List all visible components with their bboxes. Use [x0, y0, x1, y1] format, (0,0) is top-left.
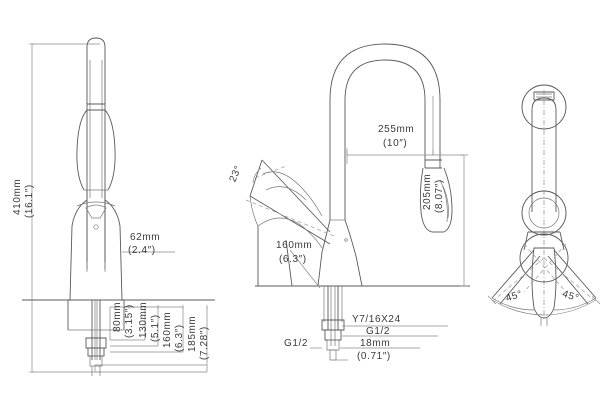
label-base-height-mm: 160mm — [276, 240, 313, 251]
label-depth-4-in: (7.28″) — [199, 326, 210, 360]
label-base-height-in: (6.3″) — [279, 254, 307, 265]
side-view-geometry — [245, 43, 470, 361]
label-spout-height-mm: 205mm — [422, 173, 433, 210]
label-spout-width-mm: 62mm — [130, 232, 161, 243]
top-view-geometry — [487, 84, 600, 326]
label-depth-3-in: (6.3″) — [174, 324, 185, 352]
label-depth-2-mm: 130mm — [138, 301, 149, 338]
label-reach-in: (10″) — [383, 138, 408, 149]
label-thread-upper: Y7/16X24 — [352, 314, 401, 325]
label-depth-1-in: (3.15″) — [124, 304, 135, 338]
front-view-geometry — [22, 37, 215, 376]
label-shank-mm: 18mm — [360, 338, 391, 349]
label-overall-height-mm: 410mm — [12, 178, 23, 215]
label-overall-height-in: (16.1″) — [24, 184, 35, 218]
label-depth-1-mm: 80mm — [112, 301, 123, 332]
label-depth-3-mm: 160mm — [162, 311, 173, 348]
label-thread-mid: G1/2 — [366, 326, 391, 337]
label-spout-width-in: (2.4″) — [128, 245, 156, 256]
label-depth-2-in: (5.1″) — [150, 314, 161, 342]
label-reach-mm: 255mm — [378, 124, 415, 135]
label-thread-left: G1/2 — [284, 338, 309, 349]
label-depth-4-mm: 185mm — [187, 315, 198, 352]
label-shank-in: (0.71″) — [357, 351, 391, 362]
label-spout-height-in: (8.07″) — [434, 179, 445, 213]
